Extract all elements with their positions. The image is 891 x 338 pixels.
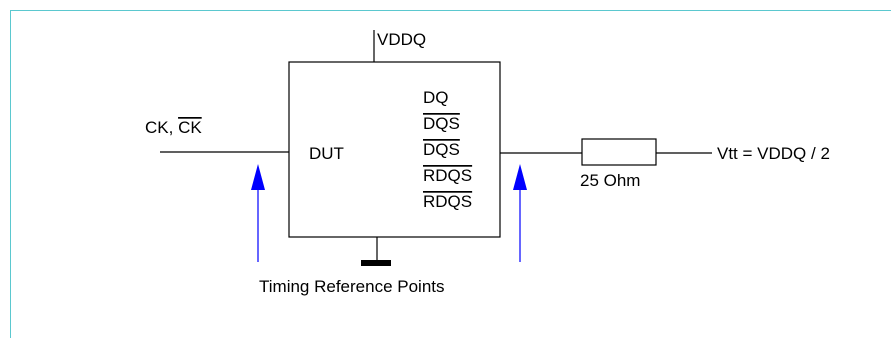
pin-dqs-bar-2: DQS — [423, 140, 460, 159]
timing-arrow-right — [513, 164, 527, 262]
dut-box — [288, 61, 501, 238]
timing-arrow-left — [251, 164, 265, 262]
timing-reference-label: Timing Reference Points — [259, 277, 445, 296]
ck-label: CK, CK — [145, 118, 202, 137]
ground-bar — [361, 260, 391, 266]
vtt-label: Vtt = VDDQ / 2 — [717, 144, 830, 163]
ck-bar-label: CK — [178, 118, 202, 137]
resistor-label: 25 Ohm — [580, 171, 640, 190]
ck-label-text: CK, — [145, 118, 178, 137]
vddq-label: VDDQ — [377, 30, 426, 49]
pin-dq: DQ — [423, 88, 449, 107]
pin-rdqs-bar-1: RDQS — [423, 166, 472, 185]
dut-label: DUT — [309, 144, 344, 163]
pin-dqs-bar-1: DQS — [423, 114, 460, 133]
pin-rdqs-bar-2: RDQS — [423, 192, 472, 211]
resistor — [581, 138, 657, 166]
